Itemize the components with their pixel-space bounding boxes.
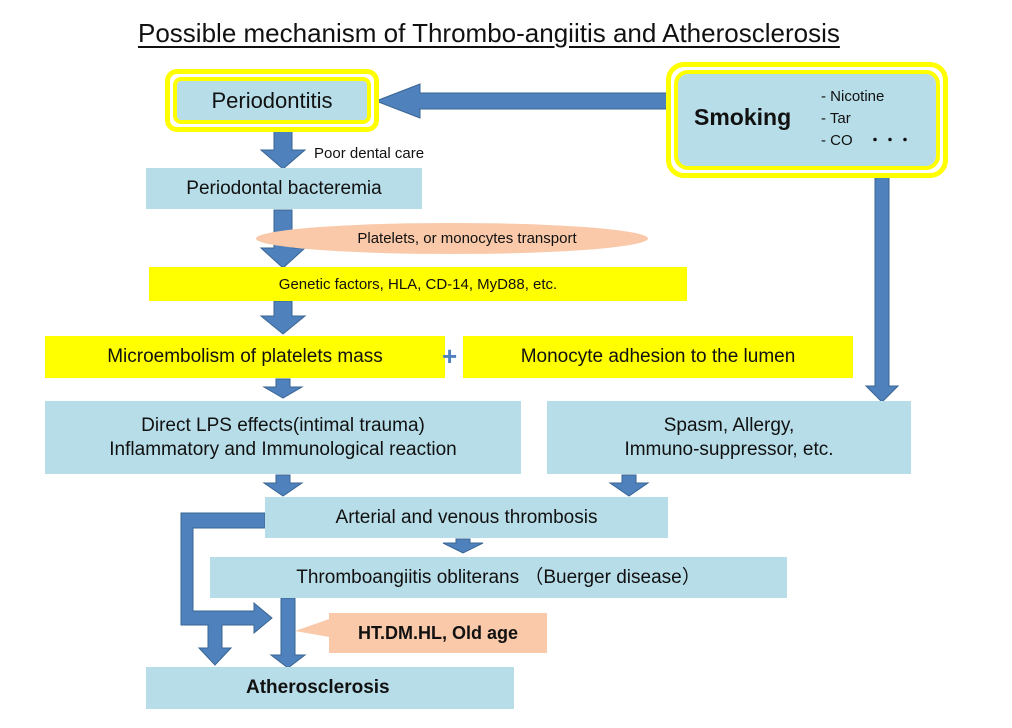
monocyte-adhesion-node: Monocyte adhesion to the lumen <box>463 336 853 378</box>
thrombosis-label: Arterial and venous thrombosis <box>335 506 598 528</box>
smoking-ellipsis: ・・・ <box>868 132 913 148</box>
periodontitis-node: Periodontitis <box>173 77 371 124</box>
diagram-title: Possible mechanism of Thrombo-angiitis a… <box>138 18 840 48</box>
spasm-node: Spasm, Allergy, Immuno-suppressor, etc. <box>547 401 911 474</box>
risk-factors-label: HT.DM.HL, Old age <box>357 622 518 643</box>
atherosclerosis-label: Atherosclerosis <box>246 677 390 699</box>
arrow-smoking-to-periodontitis <box>374 83 673 119</box>
arrow-thrombosis-bypass <box>180 512 273 666</box>
transport-callout: Platelets, or monocytes transport <box>256 223 648 254</box>
smoking-item-co: - CO <box>821 132 853 149</box>
arrow-genetic-to-microembolism <box>259 300 307 335</box>
spasm-line2: Immuno-suppressor, etc. <box>624 438 834 460</box>
smoking-item-tar: - Tar <box>821 110 851 127</box>
direct-lps-line1: Direct LPS effects(intimal trauma) <box>141 414 425 436</box>
transport-label: Platelets, or monocytes transport <box>357 230 577 247</box>
risk-factors-callout: HT.DM.HL, Old age <box>329 613 547 653</box>
periodontitis-label: Periodontitis <box>211 87 333 113</box>
direct-lps-node: Direct LPS effects(intimal trauma) Infla… <box>45 401 521 474</box>
smoking-label: Smoking <box>694 104 792 130</box>
microembolism-node: Microembolism of platelets mass <box>45 336 445 378</box>
arrow-thrombosis-to-buerger <box>442 538 484 554</box>
arrow-buerger-to-atherosclerosis <box>269 597 307 669</box>
periodontal-bacteremia-label: Periodontal bacteremia <box>186 177 382 199</box>
spasm-line1: Spasm, Allergy, <box>663 414 795 436</box>
arrow-spasm-to-thrombosis <box>608 474 650 497</box>
genetic-factors-label: Genetic factors, HLA, CD-14, MyD88, etc. <box>278 275 558 293</box>
smoking-item-nicotine: - Nicotine <box>821 88 885 105</box>
arrow-microembolism-to-lps <box>262 378 304 399</box>
plus-sign: + <box>442 341 458 371</box>
periodontitis-node-frame: Periodontitis <box>165 69 379 132</box>
smoking-node: Smoking - Nicotine - Tar - CO ・・・ <box>674 70 940 170</box>
periodontal-bacteremia-node: Periodontal bacteremia <box>146 168 422 209</box>
monocyte-adhesion-label: Monocyte adhesion to the lumen <box>520 346 796 367</box>
buerger-node: Thromboangiitis obliterans （Buerger dise… <box>210 557 787 598</box>
direct-lps-line2: Inflammatory and Immunological reaction <box>109 438 457 460</box>
poor-dental-care-label: Poor dental care <box>314 145 425 162</box>
arrow-lps-to-thrombosis <box>262 474 304 497</box>
genetic-factors-node: Genetic factors, HLA, CD-14, MyD88, etc. <box>149 267 687 301</box>
risk-callout-pointer <box>295 617 335 638</box>
thrombosis-node: Arterial and venous thrombosis <box>265 497 668 538</box>
microembolism-label: Microembolism of platelets mass <box>107 346 383 367</box>
smoking-node-frame: Smoking - Nicotine - Tar - CO ・・・ <box>666 62 948 178</box>
arrow-periodontitis-to-bacteremia <box>259 127 307 170</box>
arrow-smoking-to-spasm <box>864 171 900 403</box>
buerger-label: Thromboangiitis obliterans （Buerger dise… <box>296 566 701 588</box>
atherosclerosis-node: Atherosclerosis <box>146 667 514 709</box>
